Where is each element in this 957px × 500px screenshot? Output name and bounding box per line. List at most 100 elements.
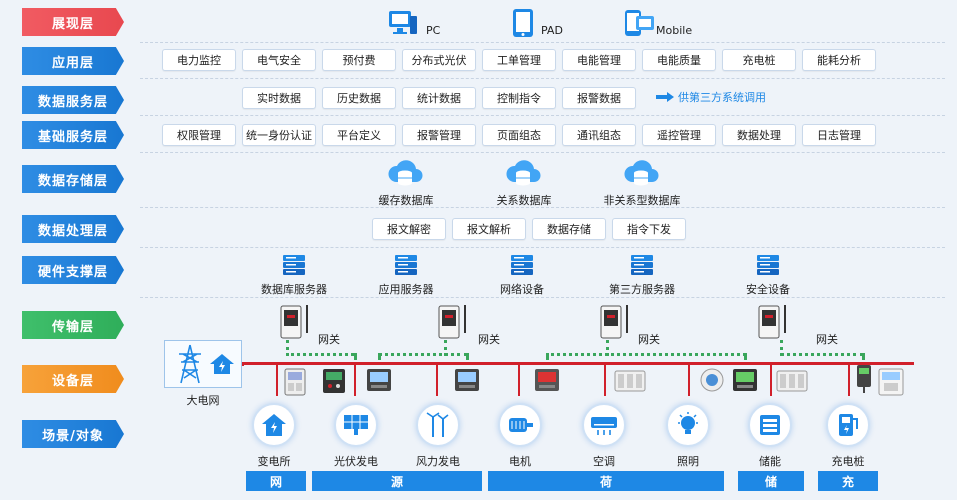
lightbulb-icon [666, 403, 710, 447]
scene-label: 照明 [677, 455, 699, 468]
comm-link [862, 353, 865, 359]
layer-application-label: 应用层 [22, 47, 124, 75]
app-chip: 电气安全 [242, 49, 316, 71]
comm-link [286, 340, 289, 356]
server-icon [394, 254, 418, 280]
comm-link [286, 353, 354, 356]
mobile-icon [624, 8, 656, 42]
arrow-right-icon [656, 92, 674, 102]
row-separator [140, 207, 945, 208]
base-service-chip: 报警管理 [402, 124, 476, 146]
scene-label: 风力发电 [416, 455, 460, 468]
pad-label: PAD [541, 24, 563, 37]
comm-link [546, 353, 746, 356]
layer-hardware-label: 硬件支撑层 [22, 256, 124, 284]
transmission-tower-icon [175, 344, 205, 388]
scene-label: 充电桩 [831, 455, 865, 468]
category-tag-source: 源 [312, 471, 482, 491]
bus-drop [242, 362, 244, 366]
third-party-note: 供第三方系统调用 [656, 89, 766, 105]
data-service-chip: 历史数据 [322, 87, 396, 109]
category-tag-charge: 充 [818, 471, 878, 491]
layer-data-storage-label: 数据存储层 [22, 165, 124, 193]
comm-link [744, 353, 747, 359]
row-separator [140, 152, 945, 153]
layer-scene-label: 场景/对象 [22, 420, 124, 448]
server-icon [282, 254, 306, 280]
charging-pile-icon [826, 403, 870, 447]
meter-icon [322, 368, 346, 398]
meter-icon [614, 370, 646, 396]
cloud-database-icon [622, 158, 662, 192]
app-chip: 充电桩 [722, 49, 796, 71]
pc-icon [388, 10, 418, 40]
comm-link [780, 353, 864, 356]
row-separator [140, 247, 945, 248]
bus-drop [518, 364, 520, 396]
scene-label: 光伏发电 [334, 455, 378, 468]
meter-icon [366, 368, 392, 396]
comm-link [378, 353, 468, 356]
meter-icon [700, 368, 724, 396]
data-service-chip: 报警数据 [562, 87, 636, 109]
bus-drop [770, 364, 772, 396]
server-icon [630, 254, 654, 280]
bus-drop [848, 364, 850, 396]
meter-icon [732, 368, 758, 396]
solar-panel-icon [334, 403, 378, 447]
gateway-icon [600, 303, 634, 343]
processing-chip: 报文解析 [452, 218, 526, 240]
row-separator [140, 78, 945, 79]
app-chip: 电能质量 [642, 49, 716, 71]
row-separator [140, 42, 945, 43]
data-service-chip: 统计数据 [402, 87, 476, 109]
hardware-label: 应用服务器 [378, 283, 434, 296]
base-service-chip: 遥控管理 [642, 124, 716, 146]
data-service-chip: 控制指令 [482, 87, 556, 109]
hardware-label: 网络设备 [500, 283, 544, 296]
comm-link [780, 340, 783, 356]
processing-chip: 指令下发 [612, 218, 686, 240]
base-service-chip: 统一身份认证 [242, 124, 316, 146]
bus-drop [688, 364, 690, 396]
scene-label: 变电所 [257, 455, 291, 468]
hardware-label: 安全设备 [746, 283, 790, 296]
comm-link [466, 353, 469, 359]
pad-icon [512, 8, 534, 42]
gateway-label: 网关 [318, 333, 340, 346]
wind-turbine-icon [416, 403, 460, 447]
scene-label: 储能 [759, 455, 781, 468]
app-chip: 能耗分析 [802, 49, 876, 71]
data-service-chip: 实时数据 [242, 87, 316, 109]
gateway-label: 网关 [816, 333, 838, 346]
processing-chip: 数据存储 [532, 218, 606, 240]
storage-label: 缓存数据库 [378, 194, 434, 207]
base-service-chip: 权限管理 [162, 124, 236, 146]
meter-icon [534, 368, 560, 396]
bus-drop [436, 364, 438, 396]
layer-data-processing-label: 数据处理层 [22, 215, 124, 243]
third-party-note-text: 供第三方系统调用 [678, 91, 766, 104]
meter-icon [856, 364, 876, 398]
row-separator [140, 115, 945, 116]
layer-transmission-label: 传输层 [22, 311, 124, 339]
meter-icon [776, 370, 808, 396]
hardware-label: 第三方服务器 [609, 283, 675, 296]
app-chip: 工单管理 [482, 49, 556, 71]
app-chip: 电能管理 [562, 49, 636, 71]
energy-storage-icon [748, 403, 792, 447]
motor-icon [498, 403, 542, 447]
bus-drop [354, 364, 356, 396]
category-tag-storage: 储 [738, 471, 804, 491]
base-service-chip: 数据处理 [722, 124, 796, 146]
server-icon [756, 254, 780, 280]
server-icon [510, 254, 534, 280]
base-service-chip: 页面组态 [482, 124, 556, 146]
comm-link [546, 353, 549, 359]
layer-data-service-label: 数据服务层 [22, 86, 124, 114]
meter-icon [454, 368, 480, 396]
processing-chip: 报文解密 [372, 218, 446, 240]
scene-label: 空调 [593, 455, 615, 468]
gateway-icon [280, 303, 314, 343]
